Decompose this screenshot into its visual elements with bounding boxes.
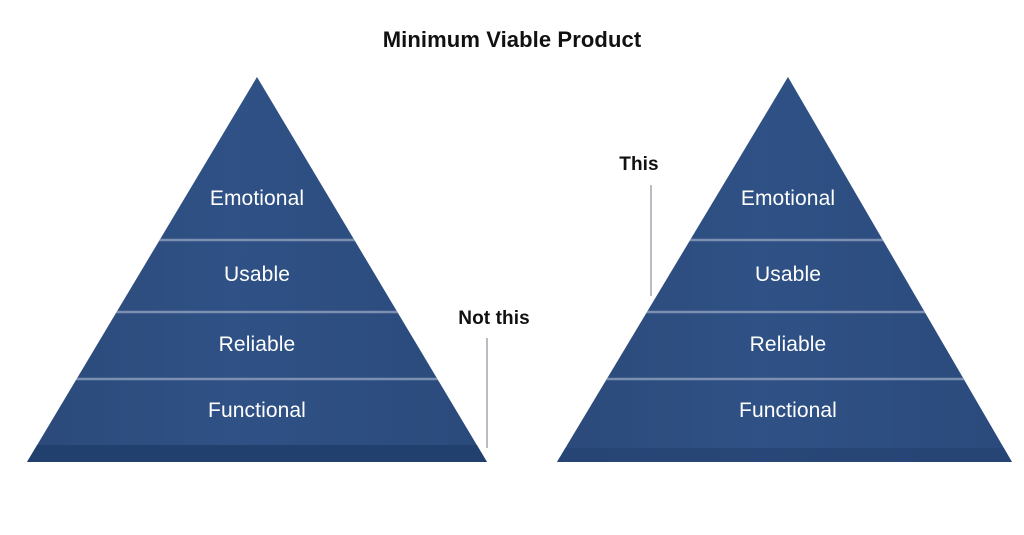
callout-leader-line: [486, 338, 488, 448]
callout-leader-line: [650, 185, 652, 296]
page-title: Minimum Viable Product: [382, 27, 642, 52]
callout-label-this: This: [619, 154, 659, 175]
pyramid-layer-label-functional: Functional: [208, 399, 306, 422]
pyramid-base-band-left: [27, 445, 487, 462]
pyramid-base-band-right: [557, 448, 1012, 462]
pyramid-layer-label-emotional: Emotional: [740, 187, 836, 210]
pyramid-layer-label-usable: Usable: [224, 263, 290, 286]
pyramid-layer-label-emotional: Emotional: [209, 187, 305, 210]
pyramid-layer-label-functional: Functional: [739, 399, 837, 422]
pyramid-layer-label-reliable: Reliable: [749, 333, 827, 356]
pyramid-layer-label-usable: Usable: [755, 263, 821, 286]
pyramid-layer-label-reliable: Reliable: [218, 333, 296, 356]
callout-label-not-this: Not this: [458, 308, 530, 329]
